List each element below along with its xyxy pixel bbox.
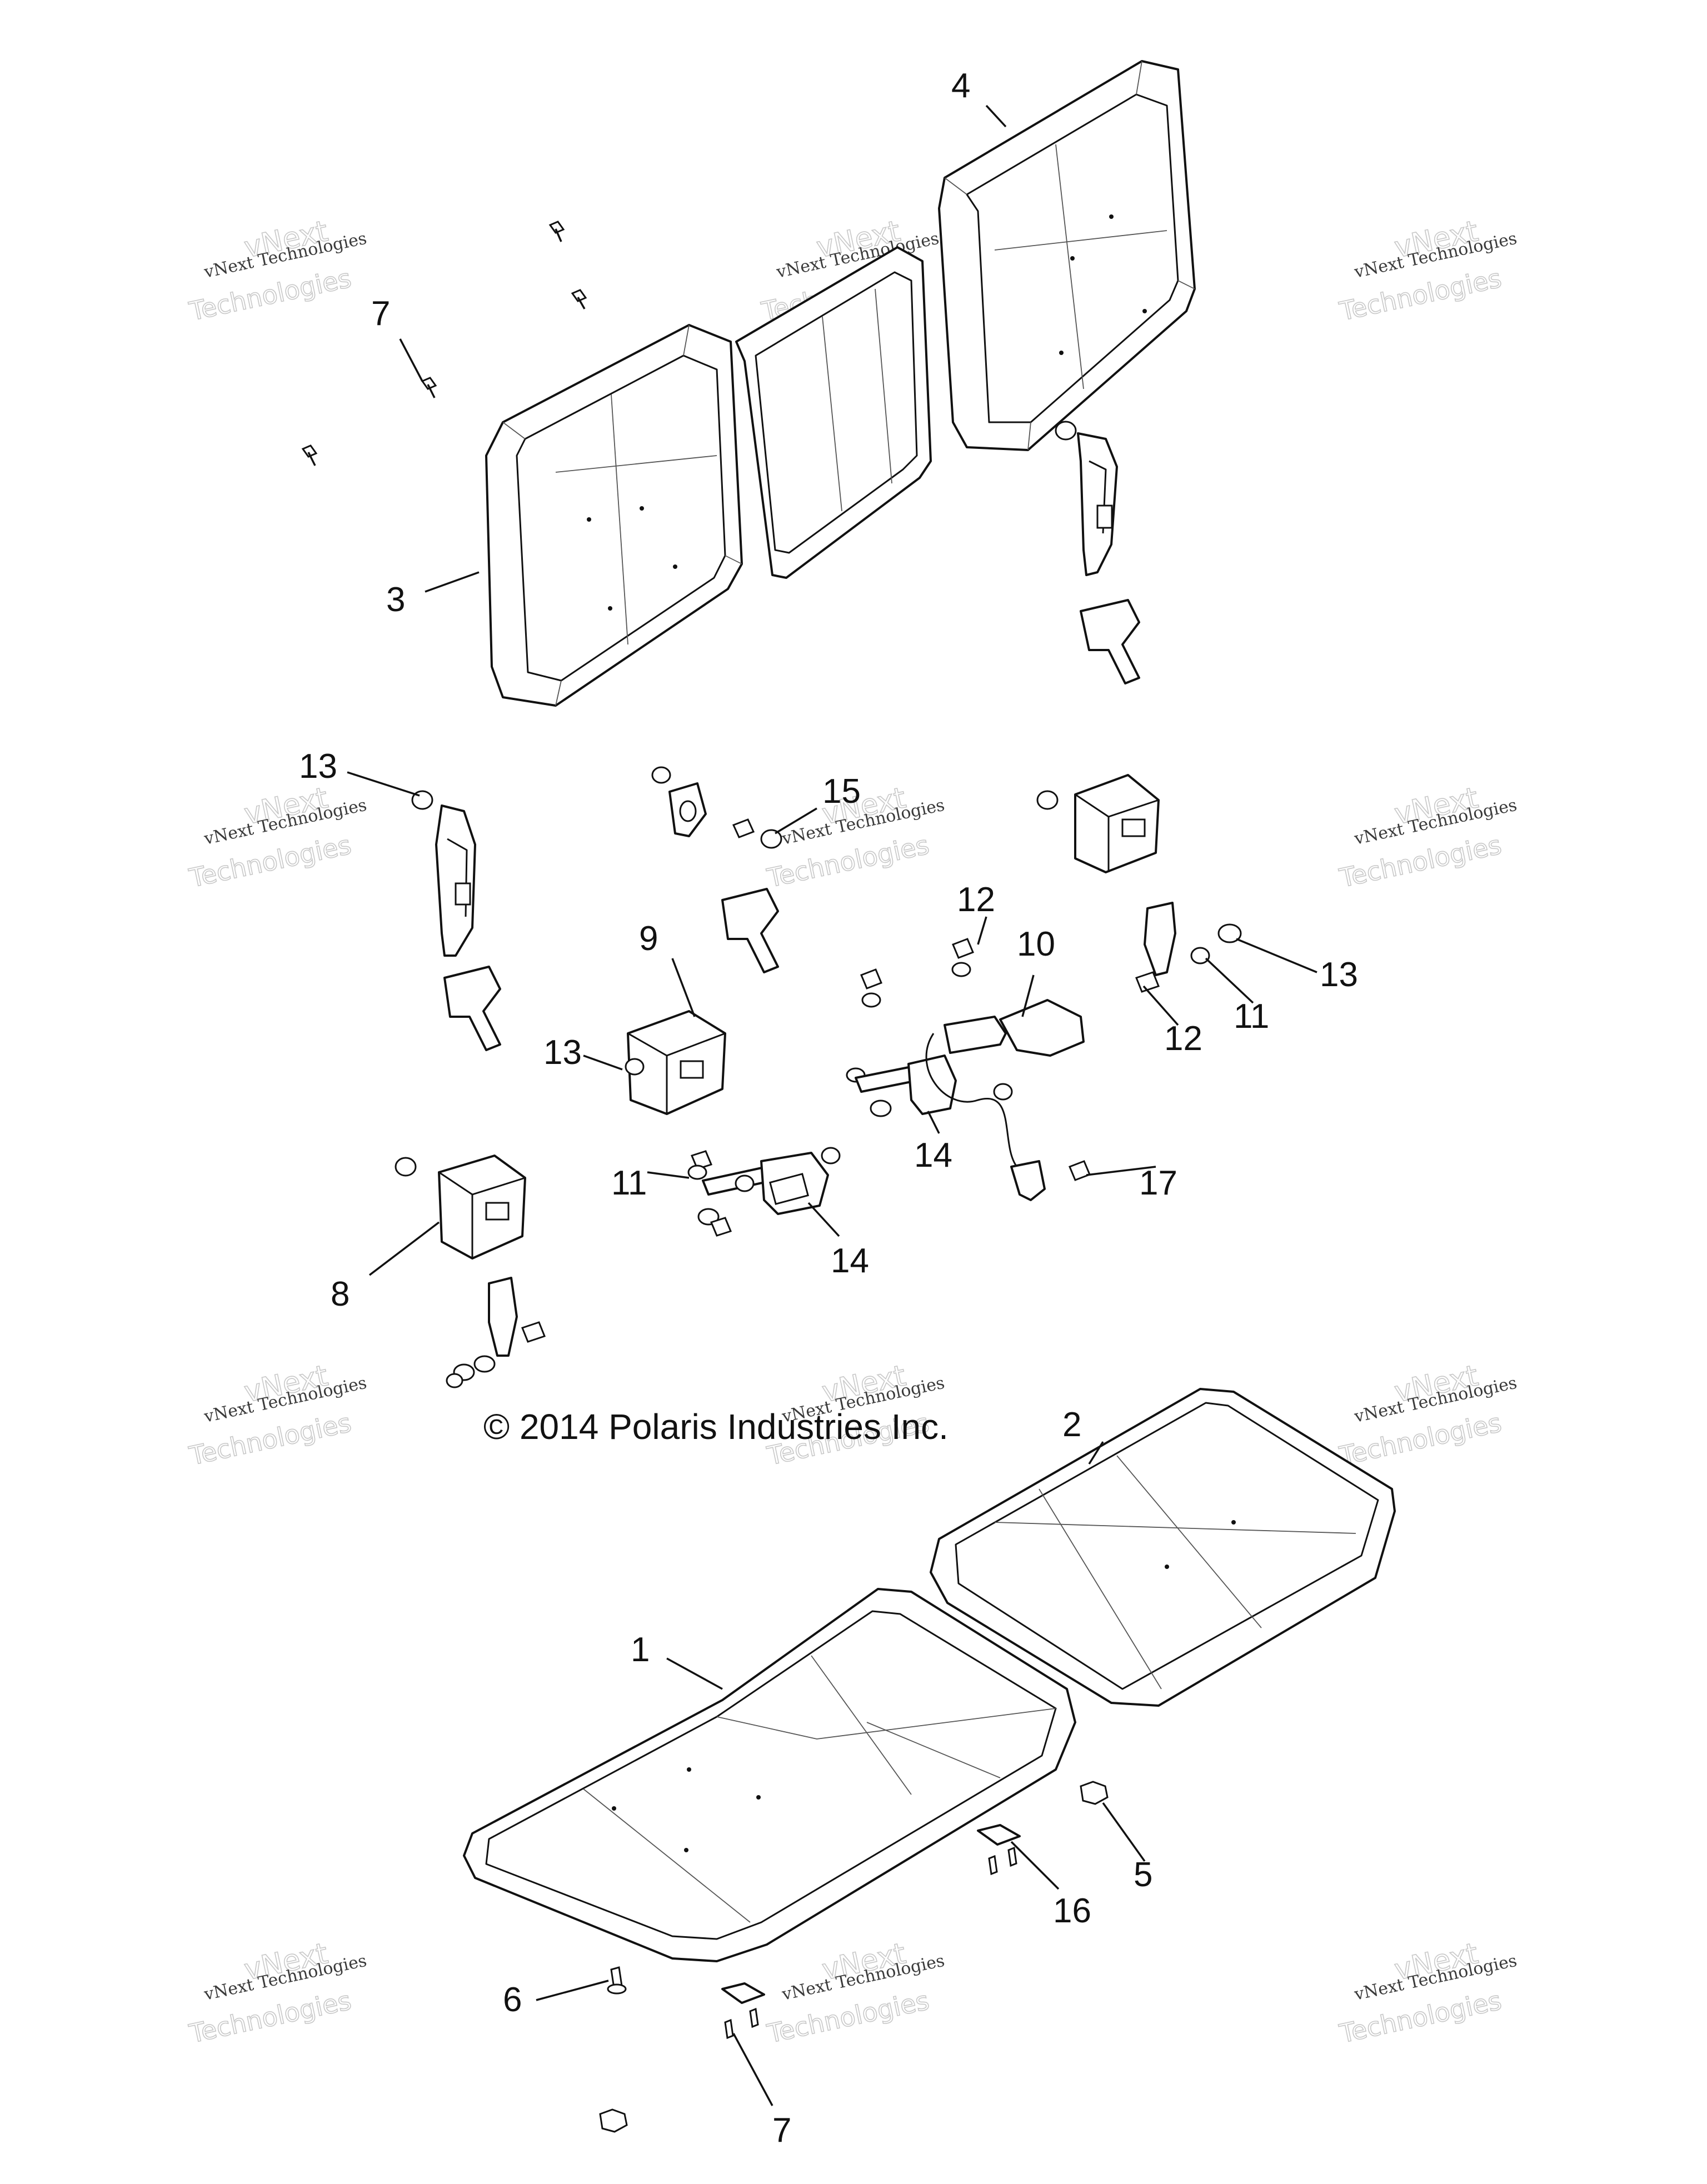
- seat-back-left: [485, 324, 743, 707]
- copyright-notice: © 2014 Polaris Industries Inc.: [483, 1407, 949, 1447]
- callout-5: 5: [1134, 1856, 1152, 1894]
- seat-belt-retractor-upper-right: [1055, 421, 1140, 684]
- seat-bottom-right: [930, 1388, 1396, 1707]
- callout-17: 17: [1139, 1164, 1177, 1202]
- callout-14: 14: [831, 1242, 869, 1280]
- callout-9: 9: [639, 919, 658, 958]
- callout-4: 4: [951, 67, 970, 105]
- watermark: vNext Technologies vNext Technologies: [186, 781, 368, 893]
- watermark: vNext Technologies vNext Technologies: [764, 1936, 946, 2049]
- watermark: vNext Technologies vNext Technologies: [1336, 1358, 1519, 1471]
- seat-back-center-panel: [735, 246, 932, 579]
- watermark: vNext Technologies vNext Technologies: [1336, 1936, 1519, 2049]
- buckle-assembly-center: [687, 1147, 841, 1237]
- watermark: vNext Technologies vNext Technologies: [186, 1936, 368, 2049]
- watermark: vNext Technologies vNext Technologies: [1336, 781, 1519, 893]
- watermark: vNext Technologies vNext Technologies: [186, 1358, 368, 1471]
- watermark: vNext Technologies vNext Technologies: [1336, 214, 1519, 327]
- callout-11: 11: [1234, 997, 1269, 1036]
- watermark: vNext Technologies vNext Technologies: [186, 214, 368, 327]
- callouts: 1 2 3 4 5 6 7 7 8 9 10 11 11 12 12 13 13…: [299, 67, 1358, 2150]
- callout-13: 13: [543, 1033, 582, 1072]
- seat-belt-anchor-center: [651, 766, 782, 973]
- callout-10: 10: [1017, 925, 1055, 963]
- callout-11: 11: [611, 1164, 647, 1202]
- callout-1: 1: [631, 1631, 650, 1669]
- callout-7: 7: [371, 294, 390, 333]
- leader-lines: [347, 104, 1317, 2106]
- seat-back-right: [938, 60, 1196, 451]
- callout-14: 14: [914, 1136, 952, 1175]
- callout-8: 8: [331, 1275, 350, 1313]
- buckle-assembly-right: [846, 938, 1091, 1201]
- seat-bottom-left: [463, 1588, 1076, 1962]
- callout-12: 12: [957, 881, 995, 919]
- callout-2: 2: [1062, 1406, 1081, 1444]
- callout-13: 13: [299, 747, 337, 786]
- callout-6: 6: [503, 1981, 522, 2019]
- retractor-housing-9: [625, 1010, 726, 1115]
- callout-3: 3: [386, 581, 405, 619]
- callout-15: 15: [822, 772, 861, 811]
- seat-bottom-hardware: [599, 1781, 1109, 2133]
- screws-top: [301, 221, 587, 466]
- seat-belt-retractor-left: [411, 790, 501, 1051]
- callout-16: 16: [1053, 1892, 1091, 1930]
- callout-12: 12: [1164, 1019, 1202, 1058]
- callout-13: 13: [1320, 956, 1358, 994]
- callout-7: 7: [772, 2111, 791, 2150]
- retractor-housing-8: [395, 1155, 546, 1388]
- retractor-housing-upper-right: [1036, 774, 1242, 993]
